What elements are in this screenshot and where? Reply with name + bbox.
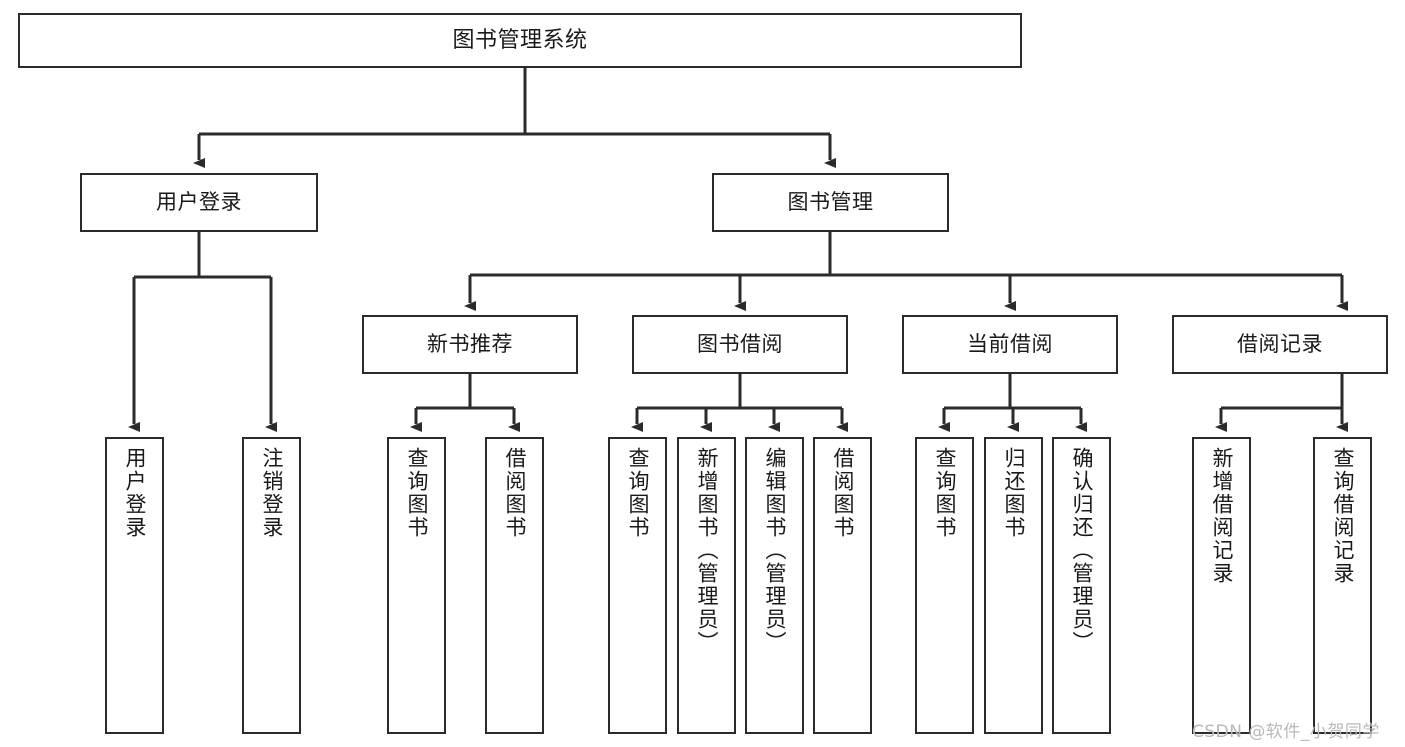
node-label: 新增借阅记录 xyxy=(1209,447,1234,585)
node-label: 图书借阅 xyxy=(697,332,783,357)
node-label: 图书管理系统 xyxy=(452,27,588,53)
node-current-borrowing[interactable]: 当前借阅 xyxy=(902,315,1118,374)
node-label: 借阅图书 xyxy=(502,447,527,539)
leaf-query-books-borrow[interactable]: 查询图书 xyxy=(608,437,667,734)
leaf-return-books[interactable]: 归还图书 xyxy=(984,437,1043,734)
leaf-confirm-return-admin[interactable]: 确认归还（管理员） xyxy=(1052,437,1111,734)
leaf-borrow-books-recommend[interactable]: 借阅图书 xyxy=(485,437,544,734)
node-label: 查询图书 xyxy=(932,447,957,539)
leaf-borrow-books[interactable]: 借阅图书 xyxy=(813,437,872,734)
node-label: 借阅图书 xyxy=(830,447,855,539)
node-root-system[interactable]: 图书管理系统 xyxy=(18,13,1022,68)
leaf-add-borrow-record[interactable]: 新增借阅记录 xyxy=(1192,437,1251,734)
node-label: 确认归还（管理员） xyxy=(1069,447,1094,654)
leaf-query-books-recommend[interactable]: 查询图书 xyxy=(387,437,446,734)
node-label: 用户登录 xyxy=(156,190,242,215)
node-new-book-recommendation[interactable]: 新书推荐 xyxy=(362,315,578,374)
node-label: 注销登录 xyxy=(259,447,284,539)
node-book-management[interactable]: 图书管理 xyxy=(712,173,949,232)
leaf-query-borrow-record[interactable]: 查询借阅记录 xyxy=(1313,437,1372,734)
node-label: 用户登录 xyxy=(122,447,147,539)
node-label: 新书推荐 xyxy=(427,332,513,357)
node-label: 借阅记录 xyxy=(1237,332,1323,357)
node-label: 归还图书 xyxy=(1001,447,1026,539)
leaf-add-book-admin[interactable]: 新增图书（管理员） xyxy=(677,437,736,734)
node-label: 查询图书 xyxy=(404,447,429,539)
csdn-watermark: CSDN @软件_小贺同学 xyxy=(1192,722,1380,742)
leaf-user-login[interactable]: 用户登录 xyxy=(105,437,164,734)
leaf-query-books-current[interactable]: 查询图书 xyxy=(915,437,974,734)
node-label: 编辑图书（管理员） xyxy=(762,447,787,654)
leaf-edit-book-admin[interactable]: 编辑图书（管理员） xyxy=(745,437,804,734)
node-user-login[interactable]: 用户登录 xyxy=(80,173,318,232)
node-book-borrowing[interactable]: 图书借阅 xyxy=(632,315,848,374)
node-label: 当前借阅 xyxy=(967,332,1053,357)
node-label: 查询图书 xyxy=(625,447,650,539)
node-label: 图书管理 xyxy=(787,190,874,215)
node-borrowing-records[interactable]: 借阅记录 xyxy=(1172,315,1388,374)
node-label: 新增图书（管理员） xyxy=(694,447,719,654)
leaf-logout[interactable]: 注销登录 xyxy=(242,437,301,734)
node-label: 查询借阅记录 xyxy=(1330,447,1355,585)
